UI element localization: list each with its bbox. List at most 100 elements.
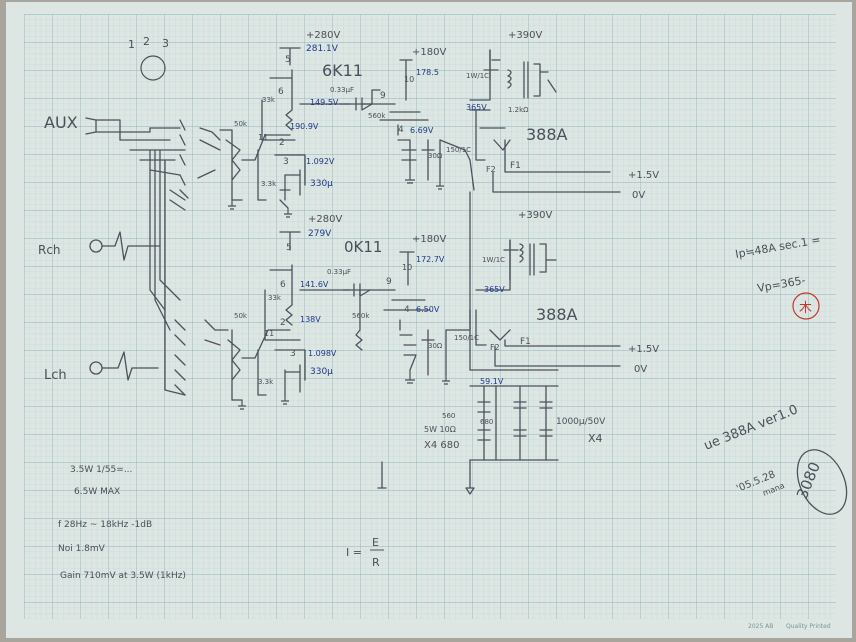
top-cap-033: 0.33μF: [330, 86, 354, 94]
top-r-cath: 3.3k: [261, 180, 277, 188]
bottom-v-279: 279V: [308, 229, 332, 239]
top-r-bias2: 150/1C: [446, 146, 471, 154]
spec-line-3: f 28Hz ~ 18kHz -1dB: [58, 520, 152, 530]
supply-x4-b: X4: [588, 432, 603, 445]
bottom-pin6: 6: [280, 280, 286, 290]
bottom-r-plate: 33k: [268, 294, 282, 302]
supply-annotations: 59.1V 560 5W 10Ω X4 680 1000μ/50V X4 680: [424, 377, 606, 451]
supply-r-680: 680: [480, 418, 493, 426]
bottom-f2: F2: [490, 343, 500, 352]
page-number-2: 2: [143, 35, 150, 48]
bottom-channel-annotations: +280V 279V 5 6 2 3 11 33k 141.6V 138V 0.…: [234, 210, 659, 386]
spec-line-4: Noi 1.8mV: [58, 544, 106, 554]
top-v-669: 6.69V: [410, 126, 434, 135]
top-rail-b: 0V: [632, 190, 645, 201]
bottom-rail-a: +1.5V: [628, 344, 659, 355]
top-pin6: 6: [278, 87, 284, 97]
top-r-bias: 30Ω: [428, 152, 443, 160]
formula-lhs: I =: [346, 546, 362, 559]
bottom-pin10: 10: [402, 263, 412, 272]
bottom-pin4: 4: [404, 305, 410, 315]
supply-r-560: 560: [442, 412, 455, 420]
bottom-v-650: 6.50V: [416, 305, 440, 314]
stamp-kanji: 木: [799, 301, 812, 316]
bottom-r-bias: 30Ω: [428, 342, 443, 350]
top-r-vr: 50k: [234, 120, 248, 128]
footer-left: 2025 AB: [748, 623, 773, 630]
top-pin9: 9: [380, 91, 386, 101]
top-channel-annotations: +280V 281.1V 5 6 11 2 3 33k 149.5V 0.33μ…: [234, 30, 659, 201]
top-pin4: 4: [398, 125, 404, 135]
page-number-3: 3: [162, 37, 169, 50]
top-f2: F2: [486, 165, 496, 174]
bottom-f1: F1: [520, 337, 531, 347]
footer-right: Quality Printed: [786, 623, 831, 630]
top-pin2: 2: [279, 138, 285, 148]
top-pin5: 5: [285, 55, 291, 65]
bottom-bplus-3: +390V: [518, 210, 552, 221]
bottom-pin2: 2: [280, 318, 286, 328]
page-number-1: 1: [128, 38, 135, 51]
bottom-v-1098: 1.098V: [308, 349, 337, 358]
top-rail-a: +1.5V: [628, 170, 659, 181]
bottom-v-141: 141.6V: [300, 280, 329, 289]
input-lch-label: Lch: [44, 368, 67, 383]
tube-labels: 6K11 0K11 388A 388A: [322, 61, 578, 324]
circled-note-ring: [796, 449, 848, 515]
top-r-grid: 560k: [368, 112, 386, 120]
bottom-pin9: 9: [386, 277, 392, 287]
ground-symbols: [140, 55, 450, 410]
spec-line-2: 6.5W MAX: [74, 487, 120, 497]
bottom-cap-033: 0.33μF: [327, 268, 351, 276]
top-pin10: 10: [404, 75, 414, 84]
tube-388a-bottom-label: 388A: [536, 305, 578, 324]
bottom-bplus-1: +280V: [308, 214, 342, 225]
spec-line-1: 3.5W 1/55=...: [70, 465, 132, 475]
bottom-r-vr: 50k: [234, 312, 248, 320]
paper-footer: 2025 AB Quality Printed: [748, 623, 831, 630]
tube-388a-top-label: 388A: [526, 125, 568, 144]
wiring: [85, 47, 621, 495]
bottom-v-138: 138V: [300, 315, 321, 324]
supply-v-591: 59.1V: [480, 377, 504, 386]
spec-notes: 3.5W 1/55=... 6.5W MAX f 28Hz ~ 18kHz -1…: [58, 465, 186, 581]
bottom-pin3: 3: [290, 349, 296, 359]
top-cap-330: 330μ: [310, 179, 333, 189]
top-bplus-2: +180V: [412, 47, 446, 58]
bottom-bplus-2: +180V: [412, 234, 446, 245]
input-rch-label: Rch: [38, 243, 61, 257]
top-v-149: 149.5V: [310, 98, 339, 107]
bottom-r-bias2: 150/1C: [454, 334, 479, 342]
ohms-law-formula: I = E R: [346, 536, 384, 569]
input-labels: AUX Rch Lch: [38, 113, 78, 383]
top-pin11: 11: [258, 133, 268, 142]
top-v-1785: 178.5: [416, 68, 439, 77]
page-number-group: 1 2 3: [128, 35, 169, 51]
formula-numerator: E: [372, 536, 379, 549]
bottom-cap-330: 330μ: [310, 367, 333, 377]
top-out-tap: 1.2kΩ: [508, 106, 529, 114]
top-bplus-1: +280V: [306, 30, 340, 41]
formula-denominator: R: [372, 556, 380, 569]
tube-0k11-label: 0K11: [344, 238, 382, 256]
supply-cap: 1000μ/50V: [556, 417, 606, 427]
supply-x4-a: X4 680: [424, 440, 459, 451]
top-f1: F1: [510, 161, 521, 171]
bottom-xfmr: 1W/1C: [482, 256, 505, 264]
bottom-v-1727: 172.7V: [416, 255, 445, 264]
bottom-pin11: 11: [264, 329, 274, 338]
input-aux-label: AUX: [44, 113, 78, 132]
bottom-v-365: 365V: [484, 285, 505, 294]
bottom-r-grid: 560k: [352, 312, 370, 320]
top-v-190: 190.9V: [290, 122, 319, 131]
top-bplus-3: +390V: [508, 30, 542, 41]
spec-line-5: Gain 710mV at 3.5W (1kHz): [60, 571, 186, 581]
bottom-rail-b: 0V: [634, 364, 647, 375]
top-v-365: 365V: [466, 103, 487, 112]
top-r-plate: 33k: [262, 96, 276, 104]
top-v-281: 281.1V: [306, 44, 339, 54]
top-pin3: 3: [283, 157, 289, 167]
top-v-1092: 1.092V: [306, 157, 335, 166]
